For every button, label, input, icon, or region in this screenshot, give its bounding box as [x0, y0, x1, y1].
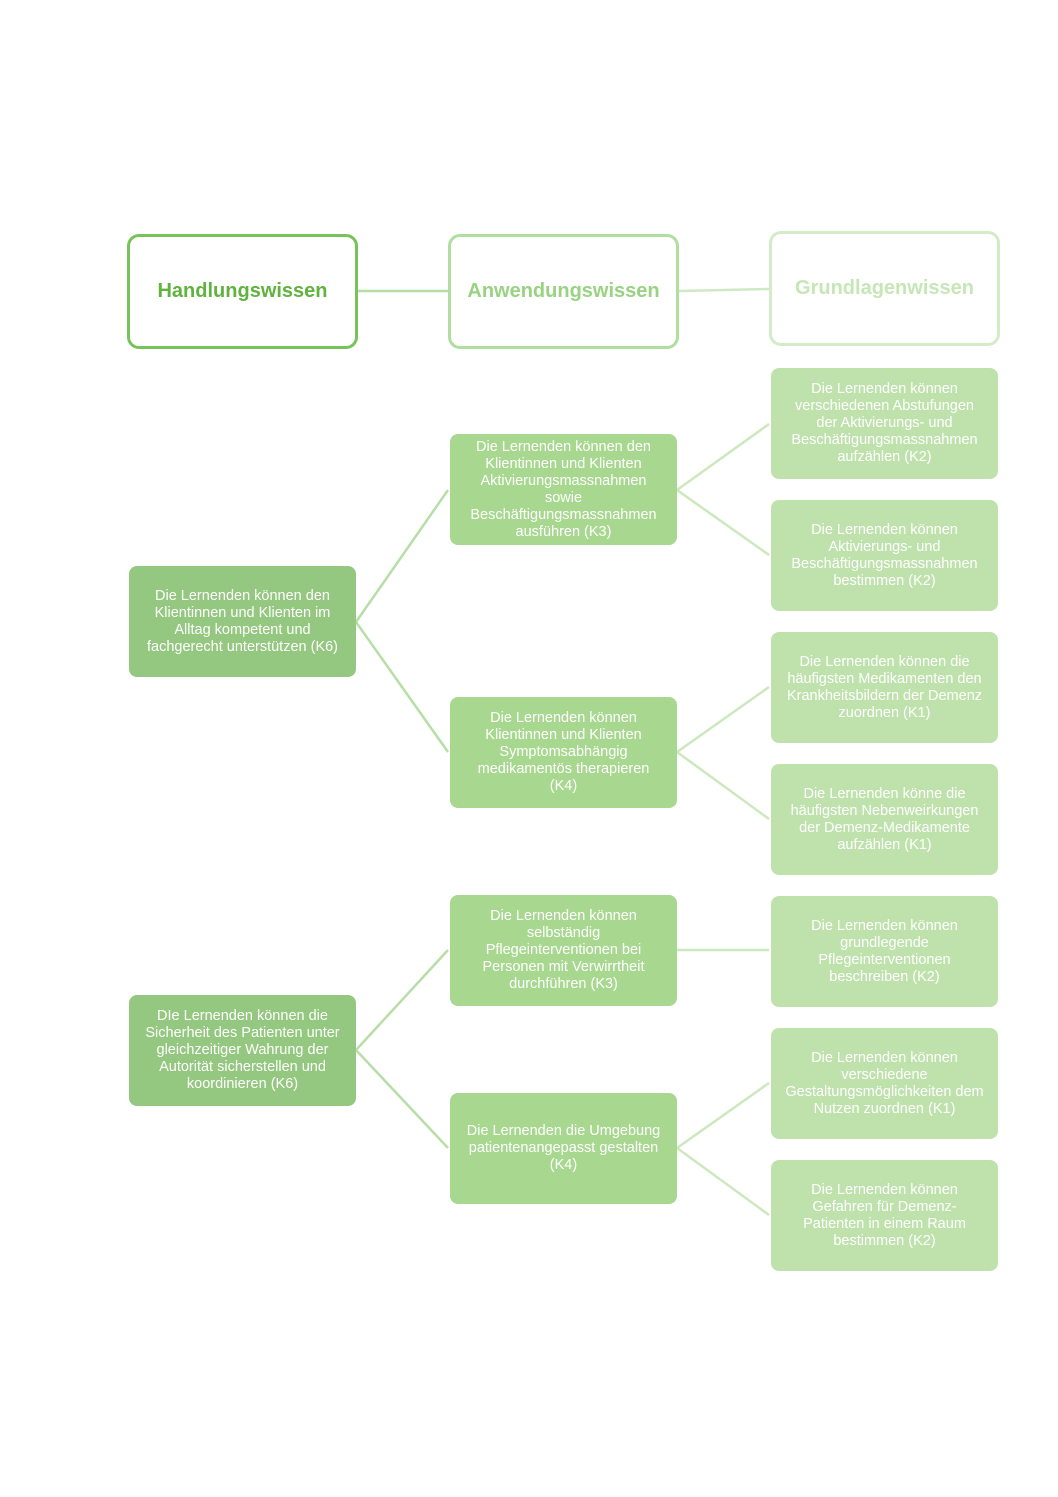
- connector-l2d-l3g: [676, 1146, 770, 1217]
- connector-header-2-3: [678, 287, 770, 293]
- connector-l1a-l2b: [354, 621, 450, 753]
- connector-l2b-l3d: [676, 750, 770, 821]
- grundlagenwissen-node: Die Lernenden könne die häufigsten Neben…: [771, 764, 998, 875]
- grundlagenwissen-node: Die Lernenden können Aktivierungs- und B…: [771, 500, 998, 611]
- anwendungswissen-node: Die Lernenden können Klientinnen und Kli…: [450, 697, 677, 808]
- grundlagenwissen-node: Die Lernenden können verschiedenen Abstu…: [771, 368, 998, 479]
- connector-l1a-l2a: [354, 489, 450, 623]
- grundlagenwissen-node: Die Lernenden können grundlegende Pflege…: [771, 896, 998, 1007]
- anwendungswissen-node: Die Lernenden können den Klientinnen und…: [450, 434, 677, 545]
- connector-l2a-l3a: [676, 422, 770, 492]
- connector-l1b-l2d: [355, 1049, 449, 1149]
- handlungswissen-node: DIe Lernenden können die Sicherheit des …: [129, 995, 356, 1106]
- header-handlungswissen: Handlungswissen: [127, 234, 358, 349]
- anwendungswissen-node: Die Lernenden können selbständig Pflegei…: [450, 895, 677, 1006]
- header-anwendungswissen: Anwendungswissen: [448, 234, 679, 349]
- connector-l2a-l3b: [676, 488, 770, 557]
- grundlagenwissen-node: Die Lernenden können verschiedene Gestal…: [771, 1028, 998, 1139]
- grundlagenwissen-node: Die Lernenden können Gefahren für Demenz…: [771, 1160, 998, 1271]
- anwendungswissen-node: Die Lernenden die Umgebung patientenange…: [450, 1093, 677, 1204]
- header-grundlagenwissen: Grundlagenwissen: [769, 231, 1000, 346]
- grundlagenwissen-node: Die Lernenden können die häufigsten Medi…: [771, 632, 998, 743]
- handlungswissen-node: Die Lernenden können den Klientinnen und…: [129, 566, 356, 677]
- connector-l2d-l3f: [676, 1081, 770, 1150]
- connector-l2b-l3c: [676, 685, 770, 754]
- connector-l1b-l2c: [355, 949, 449, 1051]
